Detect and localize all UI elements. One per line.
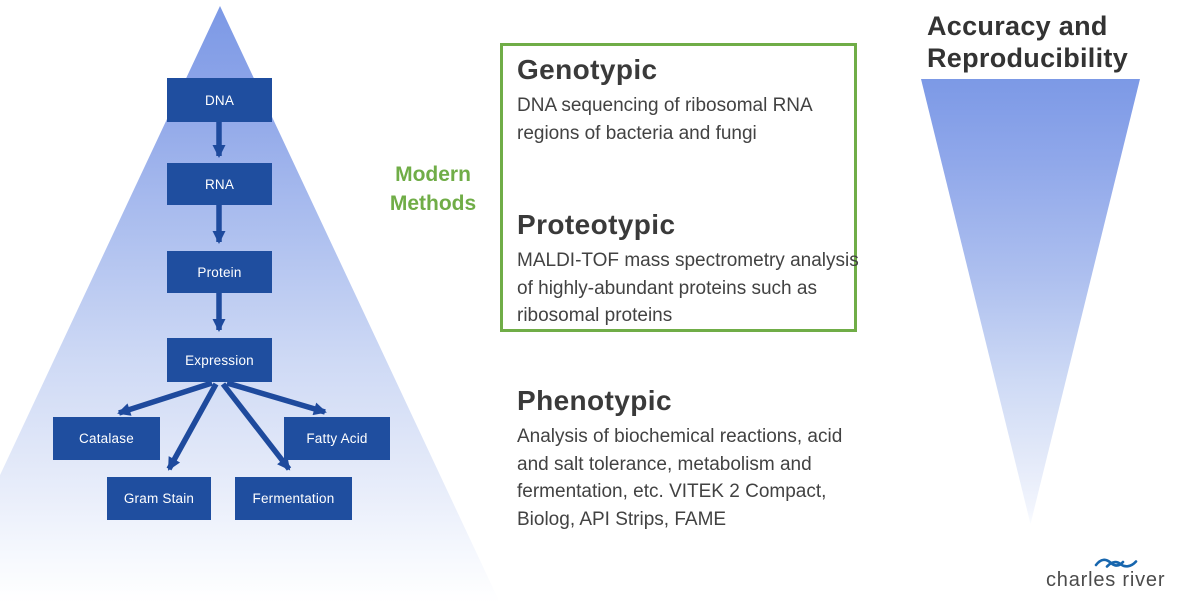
- modern-methods-line2: Methods: [389, 192, 477, 215]
- node-expression-label: Expression: [185, 352, 254, 368]
- node-gram-stain: Gram Stain: [107, 477, 211, 520]
- node-catalase-label: Catalase: [79, 431, 134, 446]
- node-fermentation-label: Fermentation: [252, 491, 335, 506]
- waves-icon: [1094, 558, 1138, 568]
- node-rna-label: RNA: [204, 176, 235, 192]
- accuracy-heading-line2: Reproducibility: [927, 43, 1129, 73]
- section-phenotypic: Phenotypic Analysis of biochemical react…: [517, 384, 869, 533]
- node-catalase: Catalase: [53, 417, 160, 460]
- node-expression: Expression: [167, 338, 272, 382]
- node-gram-stain-label: Gram Stain: [123, 491, 195, 506]
- node-protein-label: Protein: [197, 264, 242, 280]
- node-dna-label: DNA: [204, 92, 235, 108]
- node-fatty-acid: Fatty Acid: [284, 417, 390, 460]
- node-rna: RNA: [167, 163, 272, 205]
- node-fatty-acid-label: Fatty Acid: [306, 431, 368, 446]
- phenotypic-description: Analysis of biochemical reactions, acid …: [517, 426, 843, 530]
- genotypic-title: Genotypic: [517, 54, 658, 85]
- genotypic-description: DNA sequencing of ribosomal RNA regions …: [517, 95, 812, 144]
- charles-river-logo: charles river: [1046, 556, 1176, 590]
- section-proteotypic: Proteotypic MALDI-TOF mass spectrometry …: [517, 208, 869, 330]
- node-dna: DNA: [167, 78, 272, 122]
- charles-river-wordmark: charles river: [1046, 569, 1166, 591]
- modern-methods-outline-box: [500, 43, 857, 332]
- accuracy-funnel-triangle: [921, 79, 1140, 524]
- accuracy-heading-line1: Accuracy and: [927, 11, 1108, 41]
- modern-methods-line1: Modern: [395, 163, 471, 186]
- phenotypic-title: Phenotypic: [517, 385, 672, 416]
- proteotypic-description: MALDI-TOF mass spectrometry analysis of …: [517, 250, 859, 326]
- accuracy-heading: Accuracy and Reproducibility: [927, 10, 1128, 74]
- node-fermentation: Fermentation: [235, 477, 352, 520]
- modern-methods-label: Modern Methods: [372, 160, 494, 218]
- node-protein: Protein: [167, 251, 272, 293]
- section-genotypic: Genotypic DNA sequencing of ribosomal RN…: [517, 53, 869, 147]
- proteotypic-title: Proteotypic: [517, 209, 676, 240]
